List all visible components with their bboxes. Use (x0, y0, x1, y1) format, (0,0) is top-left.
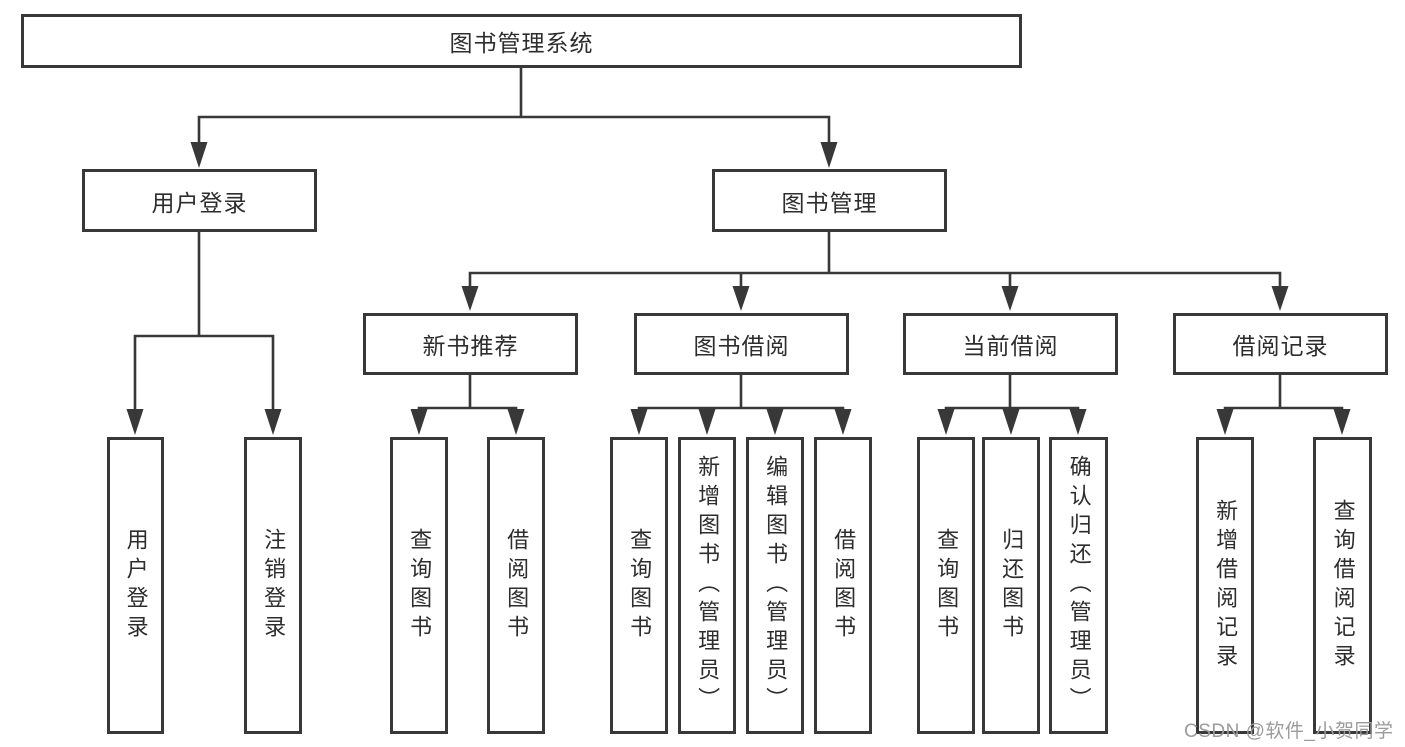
leaf-query-books-recommend: 查询图书 (390, 437, 448, 734)
node-label: 归还图书 (999, 527, 1025, 644)
leaf-edit-books-admin: 编辑图书（管理员） (746, 437, 804, 734)
leaf-user-login: 用户登录 (107, 437, 164, 734)
csdn-watermark: CSDN @软件_小贺同学 (1184, 721, 1394, 742)
node-label: 查询图书 (934, 527, 960, 644)
node-label: 查询借阅记录 (1330, 498, 1356, 673)
node-label: 新增图书（管理员） (695, 455, 721, 716)
leaf-logout: 注销登录 (244, 437, 302, 734)
leaf-query-books-current: 查询图书 (917, 437, 975, 734)
node-label: 新书推荐 (422, 333, 519, 359)
node-label: 新增借阅记录 (1213, 498, 1239, 673)
leaf-add-books-admin: 新增图书（管理员） (678, 437, 736, 734)
node-user-login: 用户登录 (82, 169, 317, 232)
node-library-management-system: 图书管理系统 (21, 14, 1022, 68)
node-label: 查询图书 (627, 527, 653, 644)
leaf-confirm-return-admin: 确认归还（管理员） (1049, 437, 1108, 734)
node-borrowing-records: 借阅记录 (1173, 313, 1388, 375)
leaf-query-borrow-record: 查询借阅记录 (1313, 437, 1372, 734)
leaf-borrow-books-recommend: 借阅图书 (487, 437, 545, 734)
node-label: 当前借阅 (962, 333, 1059, 359)
node-label: 借阅图书 (504, 527, 530, 644)
node-label: 查询图书 (407, 527, 433, 644)
node-label: 注销登录 (261, 527, 287, 644)
node-new-book-recommendation: 新书推荐 (363, 313, 578, 375)
arrowhead-icons (126, 142, 1351, 435)
leaf-query-books-borrowing: 查询图书 (610, 437, 668, 734)
node-book-borrowing: 图书借阅 (634, 313, 849, 375)
node-label: 用户登录 (123, 527, 149, 644)
node-label: 图书管理系统 (449, 30, 594, 56)
leaf-borrow-books: 借阅图书 (814, 437, 872, 734)
node-label: 借阅记录 (1232, 333, 1329, 359)
node-label: 图书借阅 (693, 333, 790, 359)
node-label: 图书管理 (781, 189, 878, 216)
node-book-management: 图书管理 (712, 169, 947, 232)
node-label: 编辑图书（管理员） (763, 455, 789, 716)
leaf-return-books: 归还图书 (982, 437, 1040, 734)
node-label: 用户登录 (151, 189, 248, 216)
node-label: 确认归还（管理员） (1066, 455, 1092, 716)
node-current-borrowing: 当前借阅 (903, 313, 1118, 375)
leaf-add-borrow-record: 新增借阅记录 (1196, 437, 1254, 734)
node-label: 借阅图书 (831, 527, 857, 644)
